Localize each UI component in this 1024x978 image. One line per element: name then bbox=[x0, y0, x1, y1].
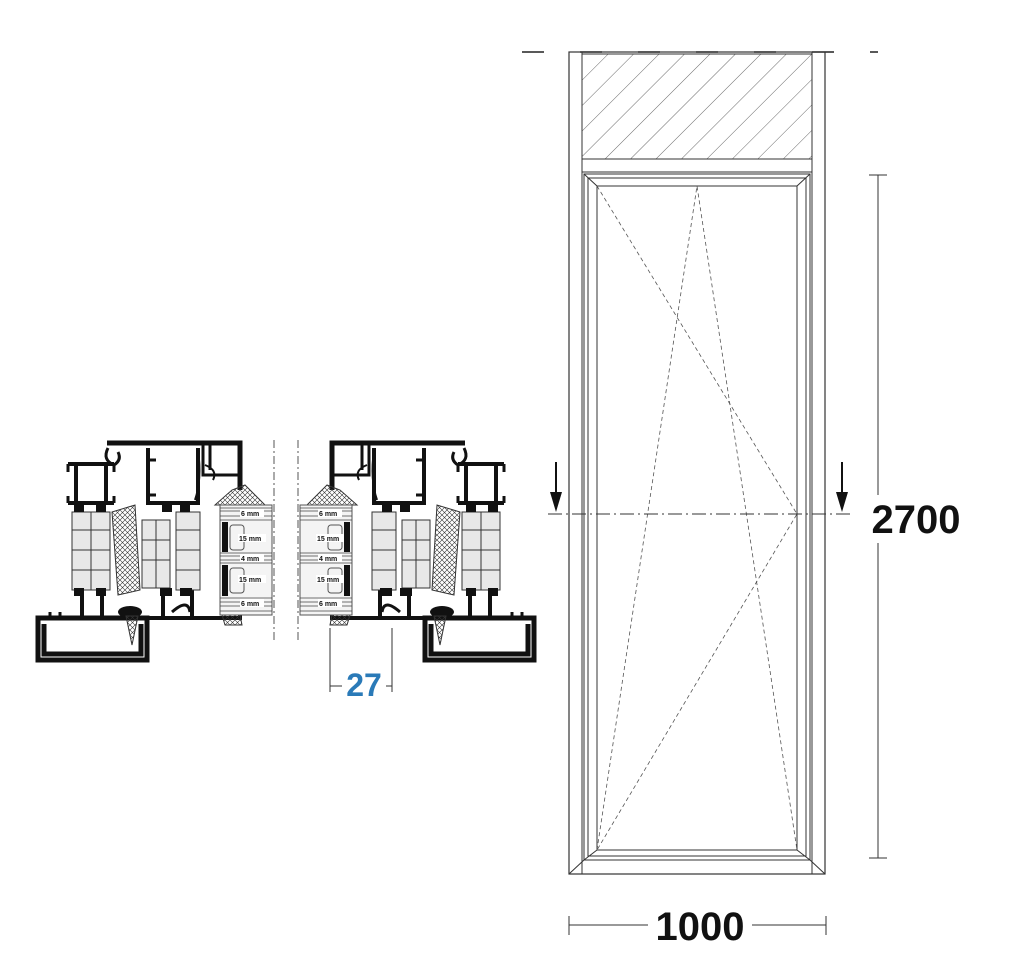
dimension-height-label: 2700 bbox=[872, 498, 961, 542]
profile-section-left bbox=[38, 443, 272, 660]
glass-label: 6 mm bbox=[319, 601, 337, 608]
sash bbox=[568, 173, 826, 875]
outer-frame bbox=[568, 51, 826, 875]
profile-section-right bbox=[300, 443, 534, 660]
glass-label: 6 mm bbox=[241, 511, 259, 518]
dimension-27: 27 bbox=[329, 628, 393, 703]
glass-label: 15 mm bbox=[317, 536, 339, 543]
glass-label: 4 mm bbox=[319, 556, 337, 563]
dimension-27-label: 27 bbox=[346, 667, 382, 703]
glass-label: 4 mm bbox=[241, 556, 259, 563]
section-arrow-right-icon bbox=[836, 462, 848, 512]
glass-label: 6 mm bbox=[319, 511, 337, 518]
glass-labels-left: 6 mm 15 mm 4 mm 15 mm 6 mm bbox=[238, 509, 266, 608]
window-elevation bbox=[522, 51, 878, 875]
glass-labels-right: 6 mm 15 mm 4 mm 15 mm 6 mm bbox=[316, 509, 344, 608]
glass-label: 15 mm bbox=[239, 536, 261, 543]
glass-label: 15 mm bbox=[317, 577, 339, 584]
section-arrow-left-icon bbox=[550, 462, 562, 512]
opening-indication bbox=[596, 185, 798, 851]
glass-label: 15 mm bbox=[239, 577, 261, 584]
dimension-height: 2700 bbox=[866, 174, 966, 859]
dimension-width-label: 1000 bbox=[656, 905, 745, 949]
dimension-width: 1000 bbox=[568, 902, 827, 949]
glass-label: 6 mm bbox=[241, 601, 259, 608]
transom-infill bbox=[581, 53, 813, 160]
